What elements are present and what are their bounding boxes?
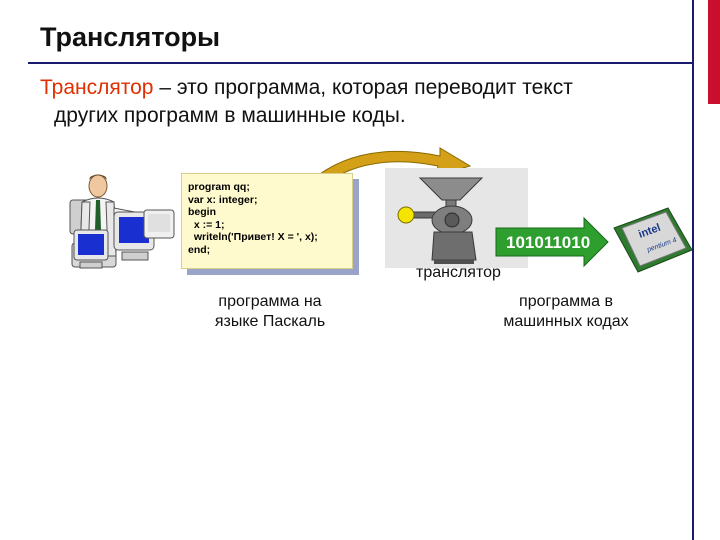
code-line: begin <box>188 206 216 218</box>
title-underline <box>28 62 692 64</box>
code-line: x := 1; <box>188 218 225 231</box>
code-line: writeln('Привет! X = ', x); <box>188 231 318 243</box>
translator-label: транслятор <box>416 264 501 281</box>
caption-line: программа на <box>218 293 322 310</box>
code-line: program qq; <box>188 181 250 193</box>
caption-line: машинных кодах <box>503 313 629 330</box>
definition-paragraph: Транслятор – это программа, которая пере… <box>40 74 680 130</box>
right-arrow-icon <box>495 216 609 268</box>
funnel-machine-icon <box>397 177 484 264</box>
source-program-caption: программа на языке Паскаль <box>200 292 340 332</box>
code-line: end; <box>188 243 211 256</box>
caption-line: программа в <box>519 293 613 310</box>
definition-text-line2: других программ в машинные коды. <box>54 104 406 127</box>
page-title: Трансляторы <box>40 22 221 52</box>
cpu-chip-icon: intel pentium 4 <box>613 207 693 273</box>
binary-output: 101011010 <box>506 233 591 252</box>
person-at-computers-icon <box>69 174 175 269</box>
slide-border-line <box>692 0 694 540</box>
caption-line: языке Паскаль <box>214 313 326 330</box>
definition-text: – это программа, которая переводит текст <box>153 76 573 99</box>
code-line: var x: integer; <box>188 193 258 206</box>
pascal-code-box: program qq; var x: integer; begin x := 1… <box>181 173 353 269</box>
accent-bar <box>708 0 720 104</box>
definition-term: Транслятор <box>40 76 154 99</box>
machine-program-caption: программа в машинных кодах <box>486 292 646 332</box>
